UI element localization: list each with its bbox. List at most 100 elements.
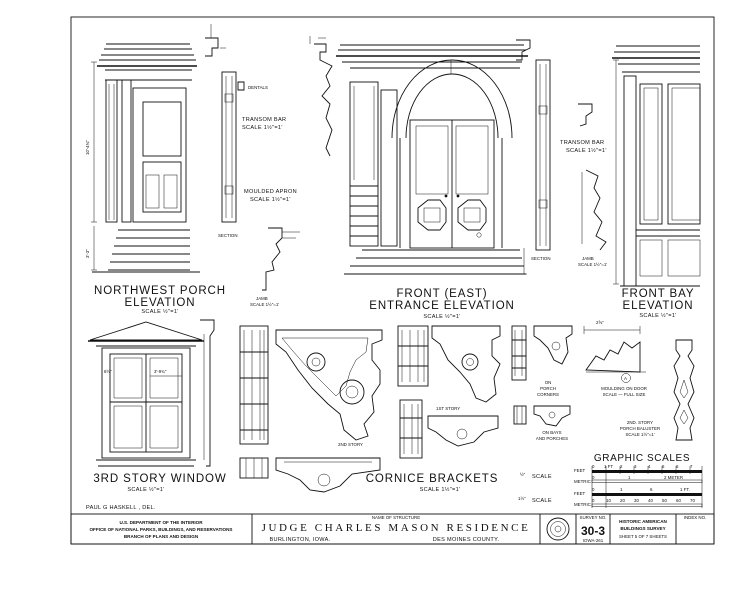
tick: 60 xyxy=(676,498,681,503)
third-story-window: 3'-9¾" 8½" 3RD STORY WINDOW SCALE ½"=1' xyxy=(88,319,226,493)
tick: 2 xyxy=(620,464,623,469)
cornice-brackets-title: CORNICE BRACKETS xyxy=(366,473,499,485)
third-story-window-scale: SCALE ½"=1' xyxy=(127,486,164,493)
porch-corners-l1: ON xyxy=(545,380,552,385)
jamb-right-label: JAMB xyxy=(582,256,594,261)
entrance-cornice-profile xyxy=(309,36,333,157)
name-of-structure-caption: NAME OF STRUCTURE xyxy=(372,515,420,520)
first-story-label: 1ST STORY xyxy=(436,406,460,411)
seal xyxy=(546,517,570,541)
scale-row1-label: FEET xyxy=(574,468,586,473)
baluster-l2: PORCH BALUSTER xyxy=(620,426,660,431)
porch-step-dim: 3'-3" xyxy=(85,249,90,258)
northwest-porch-title: NORTHWEST PORCH xyxy=(94,285,226,297)
front-entrance-elevation: FRONT (EAST) ENTRANCE ELEVATION SCALE ½"… xyxy=(336,44,528,320)
tick: 10 xyxy=(606,498,611,503)
porch-corners-l3: CORNERS xyxy=(537,392,559,397)
tick: 2 METER xyxy=(664,475,683,480)
section-left-label: SECTION xyxy=(218,233,238,238)
jamb-left-label: JAMB xyxy=(256,296,268,301)
on-bays-l2: AND PORCHES xyxy=(536,436,568,441)
county: DES MOINES COUNTY. xyxy=(433,537,500,543)
scale-word-top: SCALE xyxy=(532,474,552,480)
city: BURLINGTON, IOWA. xyxy=(269,537,330,543)
scale-row1-ticks: 0 1 FT 2 3 4 5 6 7 xyxy=(592,464,693,469)
tick: 6 xyxy=(650,487,653,492)
small-brackets: ON PORCH CORNERS ON BAYS AND PORCHES xyxy=(511,325,573,441)
moulding-and-baluster: 2⅝" A MOULDING ON DOOR SCALE — FULL SIZE… xyxy=(583,320,695,441)
moulding-dim: 2⅝" xyxy=(596,320,604,325)
tick: 6 xyxy=(676,464,679,469)
tick: 1 xyxy=(620,487,623,492)
moulding-label-l1: MOULDING ON DOOR xyxy=(601,386,647,391)
title-block: U.S. DEPARTMENT OF THE INTERIOR OFFICE O… xyxy=(70,513,715,545)
window-side-dim: 8½" xyxy=(104,369,112,374)
northwest-porch-scale: SCALE ½"=1' xyxy=(141,308,178,315)
tick: 7 xyxy=(690,464,693,469)
porch-detail-profiles: DENTALS TRANSOM BAR SCALE 1½"=1' MOULDED… xyxy=(205,24,300,307)
moulding-marker: A xyxy=(624,376,627,381)
baluster-l3: SCALE 1½"=1' xyxy=(625,432,654,437)
survey-small: IOWA-261 xyxy=(583,538,604,543)
tick: 1 xyxy=(628,475,631,480)
porch-height-dim: 10'-4¾" xyxy=(85,140,90,155)
front-entrance-title2: ENTRANCE ELEVATION xyxy=(369,300,515,312)
northwest-porch-elevation: 10'-4¾" 3'-3" NORTHWEST PORCH ELEVATION … xyxy=(85,43,226,315)
survey-caption: SURVEY NO. xyxy=(580,515,607,520)
tick: 1 FT xyxy=(604,464,613,469)
front-entrance-title: FRONT (EAST) xyxy=(396,288,487,300)
tick: 0 xyxy=(592,487,595,492)
tick: 20 xyxy=(620,498,625,503)
tick: 0 xyxy=(592,475,595,480)
agency-line-2: OFFICE OF NATIONAL PARKS, BUILDINGS, AND… xyxy=(89,527,232,532)
index-caption: INDEX NO. xyxy=(684,515,706,520)
tick: 70 xyxy=(690,498,695,503)
moulding-label-l2: SCALE — FULL SIZE xyxy=(603,392,646,397)
sheet-border xyxy=(70,16,715,545)
scale-row3-ticks: 0 1 6 1 FT. xyxy=(592,487,690,492)
structure-name: JUDGE CHARLES MASON RESIDENCE xyxy=(262,522,531,534)
scale-row2-ticks: 0 1 2 METER xyxy=(592,475,683,480)
agency-line-3: BRANCH OF PLANS AND DESIGN xyxy=(124,534,199,539)
second-story-label: 2ND STORY xyxy=(338,442,363,447)
transom-bar-right-title: TRANSOM BAR xyxy=(560,140,604,146)
scale-row3-label: FEET xyxy=(574,491,586,496)
agency-line-1: U.S. DEPARTMENT OF THE INTERIOR xyxy=(119,520,203,525)
tick: 40 xyxy=(648,498,653,503)
porch-corners-l2: PORCH xyxy=(540,386,556,391)
sheet-of: SHEET 5 OF 7 SHEETS xyxy=(619,534,667,539)
tick: 50 xyxy=(662,498,667,503)
tick: 4 xyxy=(648,464,651,469)
tick: 5 xyxy=(662,464,665,469)
scale-side-top: ½" xyxy=(520,472,526,477)
entrance-detail-profiles: SECTION TRANSOM BAR SCALE 1½"=1' JAMB SC… xyxy=(516,39,607,267)
scale-word-bottom: SCALE xyxy=(532,498,552,504)
third-story-window-title: 3RD STORY WINDOW xyxy=(93,473,226,485)
scale-row2-label: METRIC xyxy=(574,479,591,484)
tick: 0 xyxy=(592,464,595,469)
tick: 1 FT. xyxy=(680,487,690,492)
baluster-l1: 2ND. STORY xyxy=(627,420,653,425)
tick: 3 xyxy=(634,464,637,469)
transom-bar-left-scale: SCALE 1½"=1' xyxy=(242,124,283,131)
graphic-scales-title: GRAPHIC SCALES xyxy=(594,453,690,464)
section-right-label: SECTION xyxy=(531,256,551,261)
graphic-scales: GRAPHIC SCALES ½" SCALE 1½" SCALE FEET M… xyxy=(518,453,703,508)
moulded-apron-scale: SCALE 1½"=1' xyxy=(250,196,291,203)
dentals-label: DENTALS xyxy=(248,85,268,90)
habs-line-1: HISTORIC AMERICAN xyxy=(619,519,667,524)
cornice-brackets-scale: SCALE 1½"=1' xyxy=(420,486,461,493)
northwest-porch-title2: ELEVATION xyxy=(125,297,196,309)
tick: 0 xyxy=(592,498,595,503)
window-width-dim: 3'-9¾" xyxy=(154,369,167,374)
survey-number: 30-3 xyxy=(581,524,605,538)
transom-bar-right-scale: SCALE 1½"=1' xyxy=(566,147,607,154)
front-bay-scale: SCALE ½"=1' xyxy=(639,312,676,319)
jamb-left-scale: SCALE 1½"=1' xyxy=(250,302,279,307)
delineator: PAUL G HASKELL , DEL. xyxy=(86,505,156,511)
tick: 30 xyxy=(634,498,639,503)
jamb-right-scale: SCALE 1½"=1' xyxy=(578,262,607,267)
transom-bar-left-title: TRANSOM BAR xyxy=(242,117,286,123)
